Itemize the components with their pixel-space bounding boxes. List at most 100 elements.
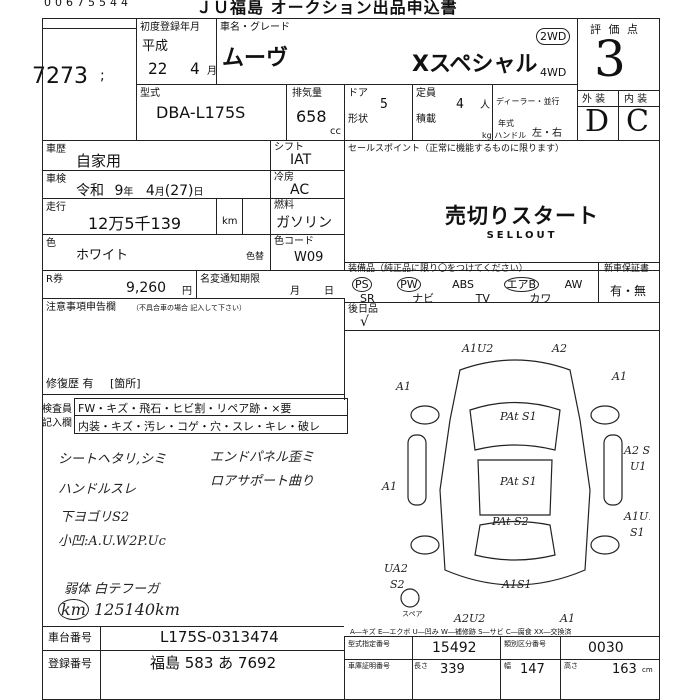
handle-value: 左・右 [532, 128, 562, 139]
load-label: 積載 [416, 114, 436, 125]
hand-note-8: km 125140km [58, 599, 180, 620]
shift-label: シフト [274, 142, 304, 153]
hand-note-2: ハンドルスレ [58, 482, 137, 497]
equip-pw: PW [397, 277, 421, 292]
sellout-stamp: 売切りスタート SELLOUT [424, 200, 620, 241]
equip-navi: ナビ [412, 292, 435, 305]
inspection-month-unit: 月 [154, 187, 165, 198]
mark-2: A1 [611, 370, 627, 383]
chassis-label: 車台番号 [48, 631, 92, 644]
inspector-row1: FW・キズ・飛石・ヒビ割・リペア跡・×要 [78, 402, 292, 415]
inspection-era: 令和 [76, 183, 104, 199]
inspection-day-unit: 日 [193, 187, 204, 198]
handle-label: kg ハンドル [482, 131, 527, 140]
mark-4: PAt S1 [499, 410, 537, 423]
inspection-month: 4 [145, 183, 155, 199]
mark-16: A1 [559, 612, 575, 625]
mileage-stamp-icon: km [58, 599, 89, 620]
mark-8: PAt S1 [499, 475, 537, 488]
mark-6: U1 [630, 460, 646, 473]
warranty-label: 新車保証書 [604, 264, 650, 274]
first-reg-year: 22 [148, 59, 168, 78]
vehicle-name-label: 車名・グレード [220, 22, 290, 33]
lot-number: 7273 [32, 64, 88, 89]
capacity-unit: 人 [480, 100, 490, 111]
capacity-value: 4 [456, 97, 464, 112]
ac-value: AC [290, 182, 310, 198]
doors-label: ドア [348, 88, 368, 99]
equip-airbag: エアB [503, 277, 540, 292]
color-change-label: 色替 [246, 252, 265, 262]
repair-value-text: 箇所 [114, 377, 137, 390]
hand-note-8-text: 125140km [93, 600, 180, 619]
vehicle-grade: Xスペシャル [412, 52, 538, 77]
equip-aw: AW [564, 278, 583, 291]
sellout-stamp-main: 売切りスタート [445, 204, 599, 228]
repair-value: [箇所] [110, 377, 141, 390]
rear-items-label: 後日品 [348, 304, 378, 315]
hand-note-1: シートヘタリ,シミ [58, 452, 167, 467]
class-label: 類別区分番号 [504, 640, 546, 648]
usage-label: 車歴 [46, 144, 66, 155]
car-damage-diagram: A1U2 A2 A1 A1 PAt S1 A2 S1 U1 A1 PAt S1 … [381, 342, 650, 625]
mark-12: UA2 [384, 562, 408, 575]
sellout-stamp-sub: SELLOUT [486, 230, 558, 241]
plate-label: 登録番号 [48, 657, 92, 670]
width-label: 幅 [504, 662, 511, 670]
notes-sub: （不具合車の場合 記入して下さい） [132, 304, 247, 312]
mark-9: PAt S2 [491, 515, 529, 528]
mark-14: A1S1 [501, 578, 531, 591]
drive-2wd: 2WD [536, 28, 571, 45]
equipment-bottom-row: SR ナビ TV カワ [360, 290, 551, 306]
notes-label: 注意事項申告欄 [46, 302, 116, 313]
fuel-label: 燃料 [274, 200, 294, 211]
color-label: 色 [46, 238, 56, 249]
mileage-unit: km [222, 216, 238, 227]
year-label: 年式 [498, 119, 514, 128]
inspector-row2: 内装・キズ・汚レ・コゲ・穴・スレ・キレ・破レ [78, 420, 320, 433]
int-score: C [626, 104, 649, 139]
hand-note-5: エンドパネル歪ミ [210, 450, 315, 465]
mileage-label: 走行 [46, 202, 66, 213]
length-value: 339 [440, 662, 465, 677]
hand-note-7: 弱体 白テフーガ [64, 582, 160, 597]
doors-value: 5 [380, 97, 388, 112]
inspector-label2: 記入欄 [42, 418, 72, 429]
int-label: 内 装 [624, 94, 648, 105]
height-value: 163 [612, 662, 637, 677]
displacement-label: 排気量 [292, 88, 322, 99]
first-reg-month-unit: 月 [207, 66, 217, 77]
hand-note-3: 下ヨゴリS2 [60, 510, 130, 525]
class-value: 0030 [588, 640, 624, 656]
inspection-year: 9 [114, 183, 124, 199]
plate-value: 福島 583 あ 7692 [150, 654, 277, 672]
cert-label: 車庫証明番号 [348, 662, 390, 670]
first-reg-month: 4 [190, 59, 200, 78]
spare-label: スペア [402, 610, 423, 618]
dealer-label: ディーラー・並行 [496, 97, 560, 106]
capacity-label: 定員 [416, 88, 436, 99]
usage-value: 自家用 [76, 152, 122, 170]
height-label: 高さ [564, 662, 578, 670]
model-spec-label: 型式指定番号 [348, 640, 390, 648]
displacement-value: 658 [296, 107, 327, 126]
recycle-unit: 円 [182, 286, 192, 297]
equip-tv: TV [475, 292, 490, 305]
height-unit: cm [642, 666, 653, 674]
mark-11: S1 [630, 526, 645, 539]
color-value: ホワイト [76, 248, 129, 263]
model-label: 型式 [140, 88, 160, 99]
first-reg-label: 初度登録年月 [140, 22, 200, 33]
shift-value: IAT [290, 152, 312, 168]
repair-label: 修復歴 有 [46, 377, 94, 390]
damage-legend: A―キズ E―エクボ U―凹み W―補修跡 S―サビ C―腐食 XX―交換済 [350, 628, 572, 636]
hand-note-4: 小凹:A.U.W2P.Uc [58, 534, 166, 549]
equip-ps: PS [352, 277, 372, 292]
model-spec-value: 15492 [432, 640, 477, 656]
drive-4wd: 4WD [540, 66, 567, 79]
mark-3: A1 [395, 380, 411, 393]
vehicle-name: ムーヴ [222, 46, 289, 71]
shape-label: 形状 [348, 114, 368, 125]
mark-15: A2U2 [453, 612, 485, 625]
drive-2wd-text: 2WD [540, 30, 567, 43]
